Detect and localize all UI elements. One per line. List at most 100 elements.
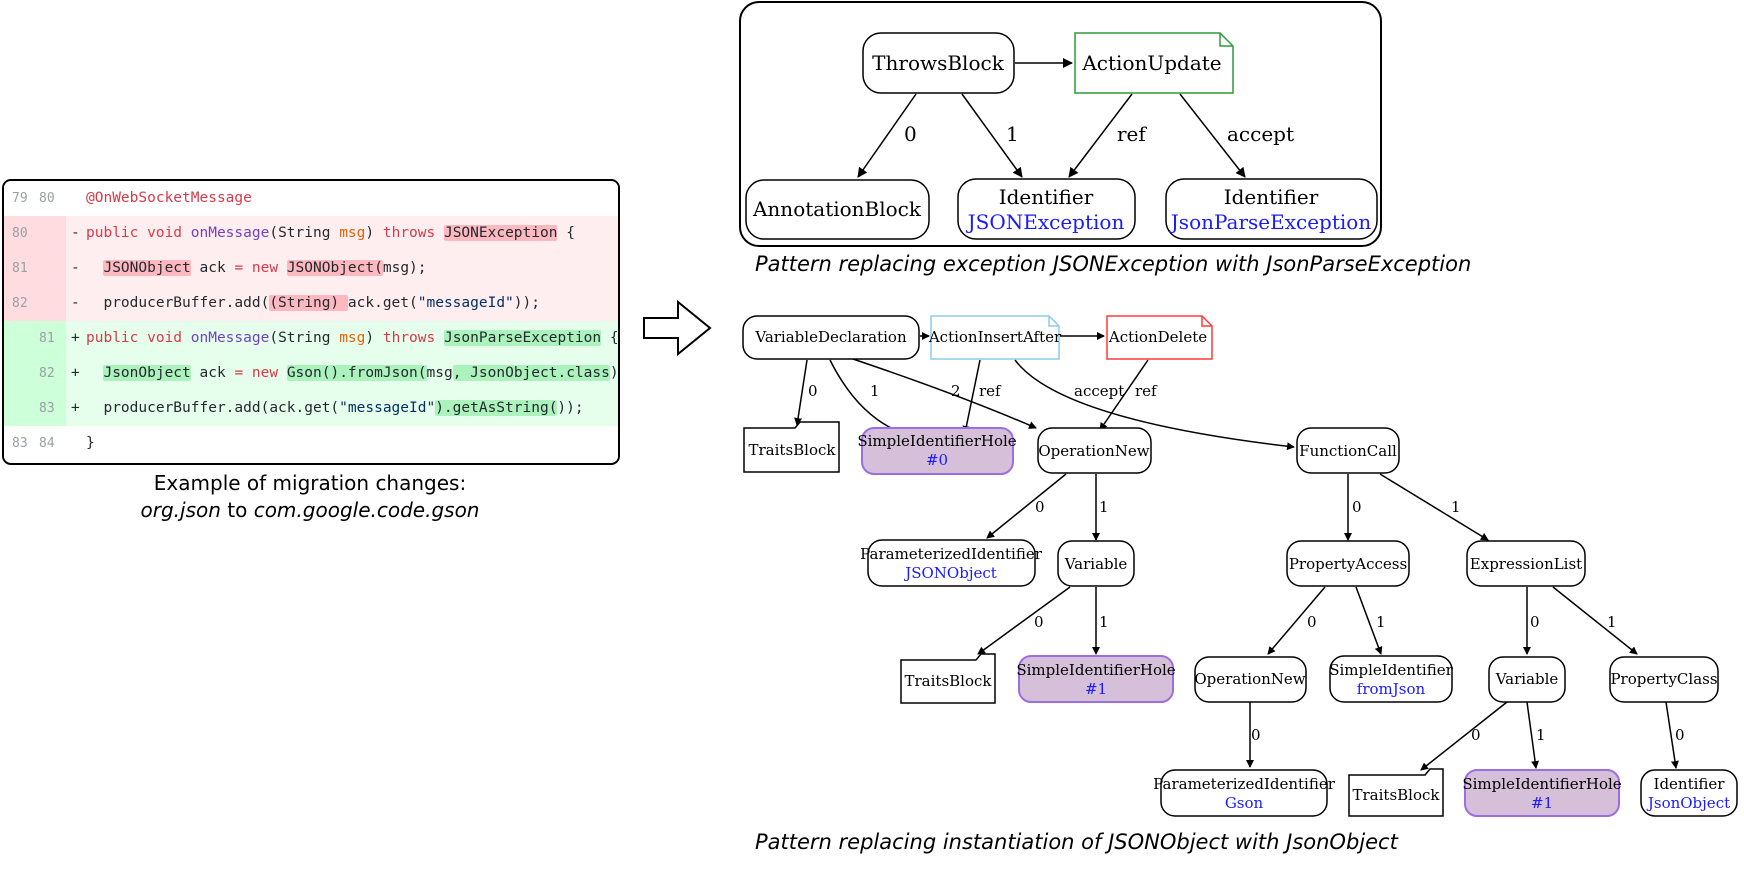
code-text: public void onMessage(String msg) throws… xyxy=(86,216,575,251)
p2-label-0-i: 0 xyxy=(1675,726,1685,744)
edge-throws-id1 xyxy=(961,93,1023,178)
code-token: { xyxy=(601,330,619,346)
code-token: ack xyxy=(190,260,235,276)
svg-text:PropertyAccess: PropertyAccess xyxy=(1289,555,1407,573)
svg-text:JSONObject: JSONObject xyxy=(903,564,997,582)
code-token: ).getAsString( xyxy=(435,400,558,416)
p2-label-ref-a: ref xyxy=(979,382,1002,400)
diff-gutter: 81 xyxy=(4,321,66,356)
p2-label-1-f: 1 xyxy=(1607,613,1617,631)
diff-line-add: 81 + public void onMessage(String msg) thr… xyxy=(4,321,618,356)
p2-label-0-a: 0 xyxy=(808,382,818,400)
new-line-number: 84 xyxy=(39,436,55,451)
diff-sign: - xyxy=(71,260,80,276)
code-token: Gson().fromJson( xyxy=(286,365,427,381)
p2-label-0-e: 0 xyxy=(1307,613,1317,631)
code-token: = new xyxy=(234,365,287,381)
node-simple-identifier-hole-0: SimpleIdentifierHole #0 xyxy=(857,427,1017,475)
node-simple-identifier-hole-1a: SimpleIdentifierHole #1 xyxy=(1016,655,1176,703)
p2-label-2: 2 xyxy=(951,382,961,400)
old-line-number: 81 xyxy=(12,261,28,276)
edge-throws-annot xyxy=(857,93,917,178)
edge-func-exprlist xyxy=(1379,473,1489,541)
pattern1-edges xyxy=(857,58,1246,178)
pattern2-edges xyxy=(794,332,1679,771)
code-token: producerBuffer.add( xyxy=(86,295,270,311)
node-action-insert-after: ActionInsertAfter xyxy=(928,315,1062,360)
edge-vardecl-opnew xyxy=(849,357,1037,429)
code-text: @OnWebSocketMessage xyxy=(86,181,252,216)
code-token: ); xyxy=(609,365,619,381)
node-simple-identifier: SimpleIdentifier fromJson xyxy=(1329,655,1454,703)
code-token: JSONObject xyxy=(103,260,191,276)
svg-text:#1: #1 xyxy=(1085,680,1107,698)
node-id2-label: Identifier xyxy=(1224,185,1319,209)
node-id1-label: Identifier xyxy=(999,185,1094,209)
diff-gutter: 81 xyxy=(4,251,66,286)
code-token: onMessage xyxy=(190,330,270,346)
node-throws-block: ThrowsBlock xyxy=(862,32,1015,94)
diff-caption-line2: org.json to com.google.code.gson xyxy=(0,497,620,524)
edge-action-id2 xyxy=(1179,93,1246,178)
svg-text:SimpleIdentifierHole: SimpleIdentifierHole xyxy=(857,432,1016,450)
svg-text:Identifier: Identifier xyxy=(1654,775,1726,793)
p2-label-1-b: 1 xyxy=(1099,498,1109,516)
code-token: (String xyxy=(269,225,340,241)
p2-label-ref-b: ref xyxy=(1135,382,1158,400)
code-token: msg); xyxy=(382,260,427,276)
svg-text:PropertyClass: PropertyClass xyxy=(1610,670,1717,688)
edge-opnew-paramid xyxy=(986,473,1067,539)
diff-caption: Example of migration changes: org.json t… xyxy=(0,470,620,524)
node-identifier-2: Identifier JsonParseException xyxy=(1165,178,1378,240)
diff-sign: - xyxy=(71,295,80,311)
code-token: JsonParseException xyxy=(443,330,602,346)
p2-label-accept: accept xyxy=(1074,382,1124,400)
code-token: msg xyxy=(339,225,366,241)
code-token: throws xyxy=(382,225,444,241)
diff-gutter: 82 xyxy=(4,286,66,321)
svg-text:ParameterizedIdentifier: ParameterizedIdentifier xyxy=(860,545,1043,563)
code-token: "messageId" xyxy=(339,400,436,416)
caption-to-lib: com.google.code.gson xyxy=(253,498,480,522)
code-token: { xyxy=(557,225,575,241)
code-token: (String xyxy=(269,330,340,346)
code-token: @OnWebSocketMessage xyxy=(86,190,252,206)
node-annot-label: AnnotationBlock xyxy=(752,197,922,221)
code-text: public void onMessage(String msg) throws… xyxy=(86,321,619,356)
code-token: public void xyxy=(86,225,191,241)
node-parameterized-identifier-2: ParameterizedIdentifier Gson xyxy=(1153,769,1336,817)
node-variable-2: Variable xyxy=(1488,656,1566,703)
svg-text:OperationNew: OperationNew xyxy=(1038,442,1149,460)
edge-label-accept: accept xyxy=(1227,122,1294,146)
diff-line-add: 83+ producerBuffer.add(ack.get("messageI… xyxy=(4,391,618,426)
code-token: (String) xyxy=(269,295,348,311)
svg-text:ParameterizedIdentifier: ParameterizedIdentifier xyxy=(1153,775,1336,793)
caption-from-lib: org.json xyxy=(140,498,221,522)
svg-text:Variable: Variable xyxy=(1064,555,1128,573)
pattern2-caption: Pattern replacing instantiation of JSONO… xyxy=(755,830,1398,854)
code-token: JsonObject xyxy=(103,365,191,381)
svg-text:SimpleIdentifier: SimpleIdentifier xyxy=(1329,661,1453,679)
p2-label-0-c: 0 xyxy=(1352,498,1362,516)
code-token: JSONObject( xyxy=(286,260,383,276)
svg-text:TraitsBlock: TraitsBlock xyxy=(749,441,837,459)
old-line-number: 80 xyxy=(12,226,28,241)
code-token: msg xyxy=(339,330,366,346)
svg-text:#0: #0 xyxy=(926,451,948,469)
new-line-number: 81 xyxy=(39,331,55,346)
svg-text:#1: #1 xyxy=(1531,794,1553,812)
code-token: } xyxy=(86,435,95,451)
p2-label-0-g: 0 xyxy=(1251,726,1261,744)
diff-line-del: 82- producerBuffer.add((String) ack.get(… xyxy=(4,286,618,321)
diff-sign: + xyxy=(71,330,80,346)
edge-variable2-traits3 xyxy=(1420,701,1508,771)
node-traits-block-2: TraitsBlock xyxy=(900,653,996,704)
node-variable-declaration: VariableDeclaration xyxy=(742,315,920,360)
code-token: )); xyxy=(557,400,584,416)
caption-to-word: to xyxy=(227,498,248,522)
code-token: = new xyxy=(234,260,287,276)
svg-text:OperationNew: OperationNew xyxy=(1194,670,1305,688)
edge-exprlist-propclass xyxy=(1552,586,1638,655)
code-token: JSONException xyxy=(443,225,558,241)
